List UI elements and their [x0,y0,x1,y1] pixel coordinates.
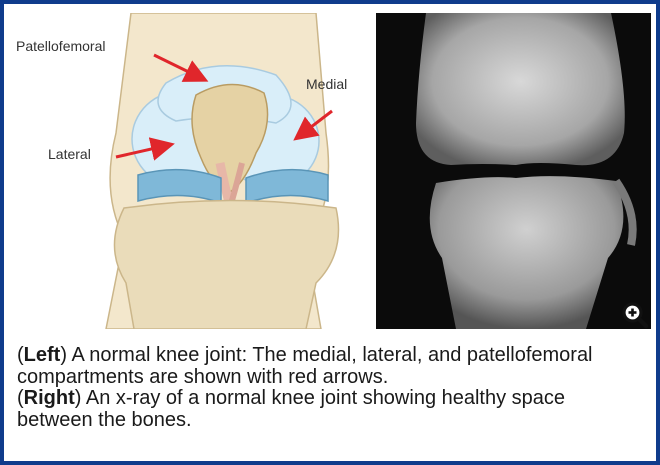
caption-left-text: A normal knee joint: The medial, lateral… [17,344,593,388]
caption-left: (Left) A normal knee joint: The medial, … [17,344,593,388]
caption-right-text: An x-ray of a normal knee joint showing … [17,387,565,431]
caption-right-label: Right [24,387,75,409]
label-lateral: Lateral [48,146,91,162]
label-patellofemoral: Patellofemoral [16,38,106,54]
caption-left-label: Left [24,344,61,366]
caption-right: (Right) An x-ray of a normal knee joint … [17,387,565,431]
zoom-in-icon[interactable] [621,301,649,329]
label-medial: Medial [306,76,347,92]
knee-illustration: Patellofemoral Medial Lateral [6,13,370,329]
figure-caption: (Left) A normal knee joint: The medial, … [17,345,627,431]
knee-xray-image [376,13,651,329]
